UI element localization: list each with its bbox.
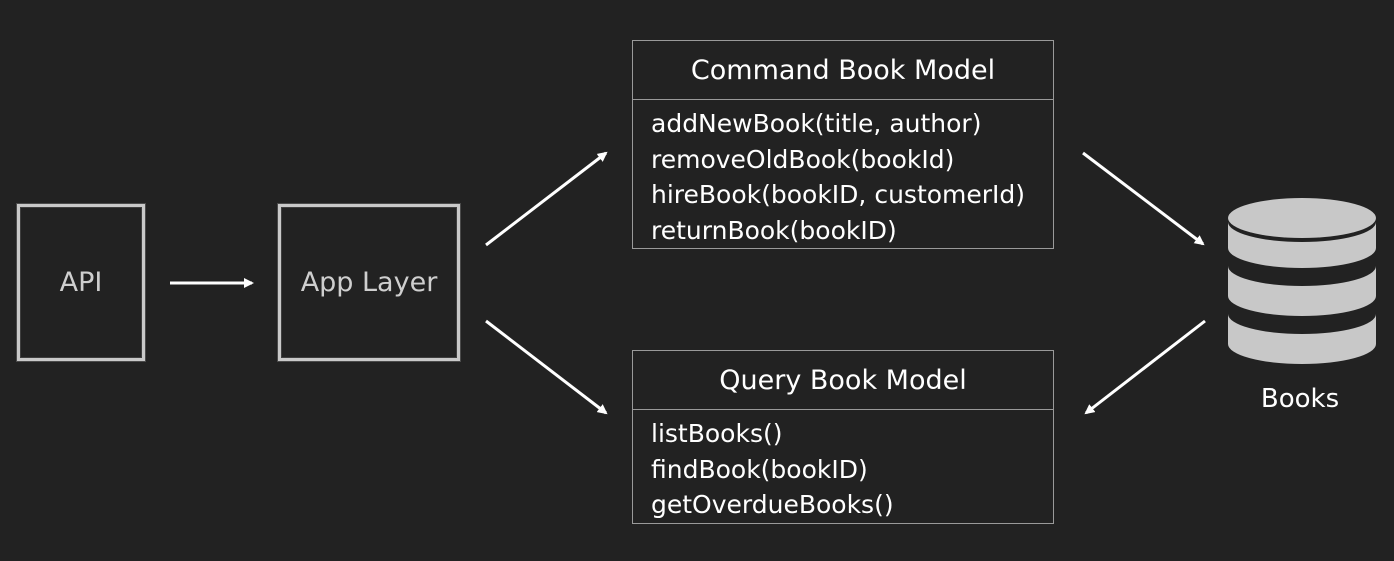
method-find-book: findBook(bookID) <box>651 454 868 484</box>
arrow-command-to-db <box>1082 151 1205 246</box>
api-box: API <box>17 204 145 361</box>
query-book-model: Query Book Model listBooks() findBook(bo… <box>632 350 1054 524</box>
method-return-book: returnBook(bookID) <box>651 215 897 245</box>
api-label: API <box>59 267 103 298</box>
database-label: Books <box>1260 384 1340 414</box>
method-add-new-book: addNewBook(title, author) <box>651 109 982 138</box>
method-remove-old-book: removeOldBook(bookId) <box>651 144 955 174</box>
database-icon <box>1228 198 1376 364</box>
arrow-app-to-query <box>485 319 608 415</box>
arrow-db-to-query <box>1084 319 1206 415</box>
method-list-books: listBooks() <box>651 419 783 448</box>
method-hire-book: hireBook(bookID, customerId) <box>651 180 1026 209</box>
query-model-title: Query Book Model <box>633 351 1053 410</box>
arrow-app-to-command <box>485 151 608 247</box>
command-model-methods: addNewBook(title, author) removeOldBook(… <box>633 100 1053 248</box>
command-book-model: Command Book Model addNewBook(title, aut… <box>632 40 1054 249</box>
method-get-overdue-books: getOverdueBooks() <box>651 490 894 519</box>
query-model-methods: listBooks() findBook(bookID) getOverdueB… <box>633 410 1053 523</box>
app-layer-box: App Layer <box>278 204 460 361</box>
command-model-title: Command Book Model <box>633 41 1053 100</box>
app-layer-label: App Layer <box>300 267 438 298</box>
